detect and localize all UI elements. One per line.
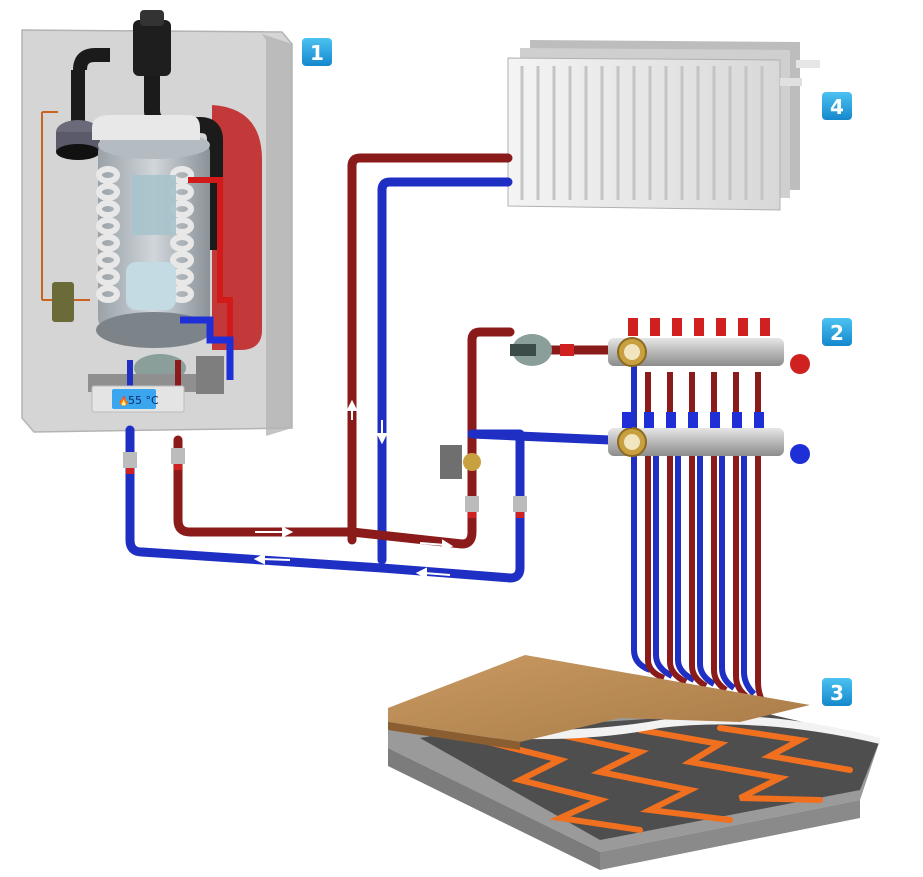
flue-pipe-icon xyxy=(133,20,171,76)
flame-icon: 🔥 xyxy=(118,395,129,407)
badge-radiator: 4 xyxy=(822,92,852,120)
gas-valve-icon xyxy=(52,282,74,322)
badge-floor: 3 xyxy=(822,678,852,706)
wood-floor xyxy=(388,655,810,742)
badge-manifold: 2 xyxy=(822,318,852,346)
boiler-temperature: 55 °C xyxy=(128,394,159,407)
manifold-pump-icon xyxy=(510,334,574,366)
badge-boiler-label: 1 xyxy=(310,41,324,65)
manifold xyxy=(608,318,810,706)
isolation-valves xyxy=(123,448,527,518)
mixing-valve xyxy=(440,445,481,479)
expansion-tank xyxy=(212,105,262,350)
boiler-display xyxy=(112,389,156,409)
badge-boiler: 1 xyxy=(302,38,332,66)
badge-floor-label: 3 xyxy=(830,681,844,705)
pipework xyxy=(125,153,615,583)
underfloor-heating-pipe xyxy=(477,725,853,833)
underfloor-slab xyxy=(388,655,880,870)
badge-manifold-label: 2 xyxy=(830,321,844,345)
radiator xyxy=(507,40,820,211)
boiler-unit: 🔥 55 °C xyxy=(21,10,293,436)
badge-radiator-label: 4 xyxy=(830,95,844,119)
flow-arrows xyxy=(253,399,454,579)
